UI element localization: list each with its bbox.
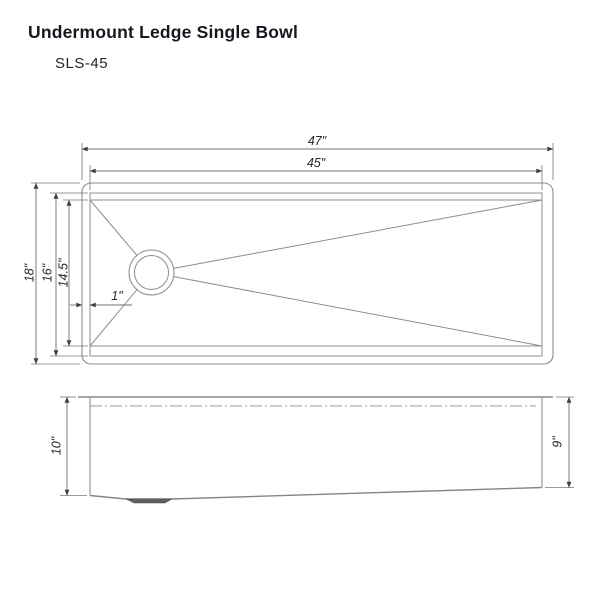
dimension-inner-depth: 16" — [40, 192, 88, 357]
dim-label-10: 10" — [49, 436, 63, 455]
dim-label-16: 16" — [40, 263, 54, 282]
sink-outer-rim — [81, 182, 554, 365]
drain-inner-icon — [134, 255, 169, 290]
slope-line-bottom-right — [173, 276, 543, 347]
dimension-inner-width: 45" — [89, 156, 543, 190]
dimension-ledge-width: 1" — [70, 289, 132, 308]
dim-label-47: 47" — [308, 134, 327, 148]
top-view — [81, 182, 554, 365]
dim-label-14-5: 14.5" — [56, 258, 70, 287]
dimension-bowl-bottom-depth: 14.5" — [56, 199, 88, 347]
dimension-outer-depth: 18" — [22, 182, 80, 365]
slope-line-bottom-left — [89, 289, 138, 347]
dimension-outer-width: 47" — [81, 134, 554, 180]
side-view — [78, 396, 553, 504]
side-sloped-bottom — [89, 486, 543, 500]
slope-line-top-left — [89, 199, 138, 256]
model-number: SLS-45 — [55, 55, 109, 72]
dim-label-1: 1" — [111, 289, 123, 303]
dimension-right-height: 9" — [545, 396, 574, 488]
drain-outer-icon — [128, 249, 175, 296]
dim-label-18: 18" — [22, 263, 36, 282]
slope-line-top-right — [173, 199, 543, 269]
dim-label-9: 9" — [550, 436, 564, 448]
page-title: Undermount Ledge Single Bowl — [28, 22, 299, 42]
drain-fitting-icon — [125, 498, 173, 504]
sink-inner-ledge — [89, 192, 543, 357]
dim-label-45: 45" — [307, 156, 326, 170]
dimension-left-height: 10" — [49, 396, 87, 496]
